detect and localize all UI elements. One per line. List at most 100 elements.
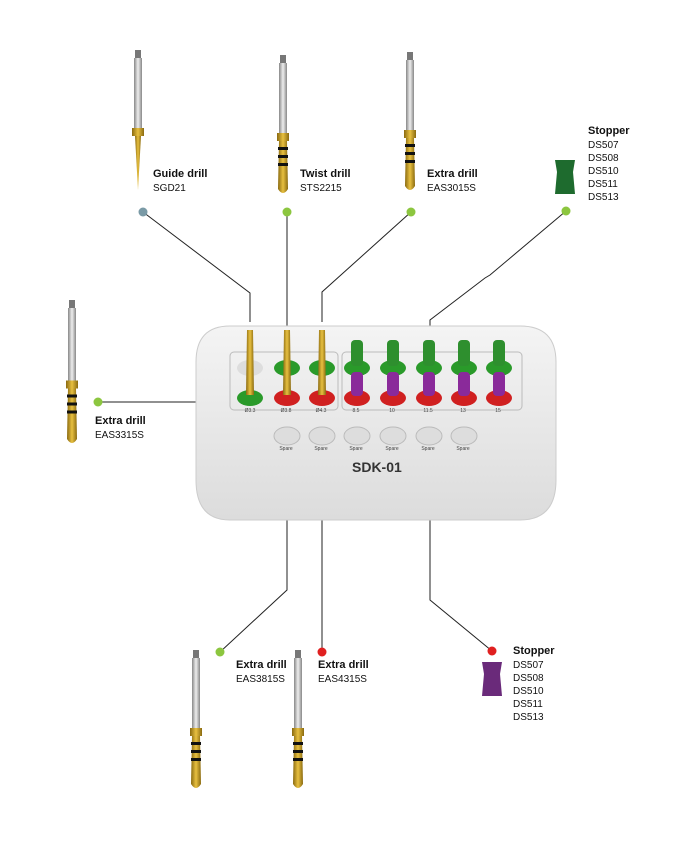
stopper-code: DS510 <box>513 686 544 697</box>
callout-code: EAS3015S <box>427 183 476 194</box>
drill-in-tray <box>246 330 254 395</box>
twist-drill-image <box>277 55 289 193</box>
tray-well <box>451 390 477 406</box>
stopper-purple-image <box>482 662 502 696</box>
tray-well <box>344 360 370 376</box>
spare-well <box>379 426 407 446</box>
tray <box>195 325 557 521</box>
spare-label: Spare <box>279 446 293 452</box>
tray-well <box>416 390 442 406</box>
stopper-purple <box>351 372 363 396</box>
extra-drill-4315-image <box>292 650 304 788</box>
stopper-purple <box>423 372 435 396</box>
callout-title: Stopper <box>513 645 555 657</box>
tray-model-label: SDK-01 <box>352 459 402 475</box>
stopper-green <box>458 340 470 366</box>
spare-well <box>450 426 478 446</box>
callout-title: Twist drill <box>300 168 351 180</box>
dot-twist-drill <box>282 207 292 217</box>
drill-in-tray <box>283 330 291 395</box>
tray-well <box>344 390 370 406</box>
tray-label: 8.5 <box>352 408 360 414</box>
extra-drill-3815-image <box>190 650 202 788</box>
dot-stopper-purple <box>487 646 497 656</box>
extra-drill-3015-image <box>404 52 416 190</box>
dot-extra-drill-3015 <box>406 207 416 217</box>
callout-dots <box>93 206 571 657</box>
callout-code: STS2215 <box>300 183 342 194</box>
tray-label: 13 <box>460 408 466 414</box>
stopper-green-image <box>555 160 575 194</box>
guide-drill-image <box>132 50 144 190</box>
callout-code: EAS3315S <box>95 430 144 441</box>
spare-label: Spare <box>385 446 399 452</box>
tray-label: 15 <box>495 408 501 414</box>
drill-in-tray <box>318 330 326 395</box>
spare-well <box>415 426 443 446</box>
stopper-green <box>423 340 435 366</box>
stopper-purple <box>458 372 470 396</box>
tray-label: Ø3.8 <box>280 408 292 414</box>
callout-code: EAS3815S <box>236 674 285 685</box>
spare-label: Spare <box>314 446 328 452</box>
spare-well <box>273 426 301 446</box>
stopper-code: DS507 <box>513 660 544 671</box>
tray-label: 10 <box>389 408 395 414</box>
dot-extra-drill-4315 <box>317 647 327 657</box>
spare-well <box>308 426 336 446</box>
tray-well <box>451 360 477 376</box>
tray-label: Ø4.3 <box>315 408 327 414</box>
spare-well <box>343 426 371 446</box>
callout-title: Guide drill <box>153 168 208 180</box>
spare-label: Spare <box>349 446 363 452</box>
tray-well <box>416 360 442 376</box>
callout-title: Extra drill <box>236 659 287 671</box>
leader-extra-drill-3015 <box>321 211 412 322</box>
callout-code: SGD21 <box>153 183 186 194</box>
callout-code: EAS4315S <box>318 674 367 685</box>
dot-extra-drill-3815 <box>215 647 225 657</box>
spare-label: Spare <box>456 446 470 452</box>
extra-drill-3315-image <box>66 300 78 443</box>
stopper-code: DS511 <box>588 179 618 190</box>
leader-guide-drill <box>142 211 251 322</box>
tray-well <box>380 390 406 406</box>
callout-title: Extra drill <box>427 168 478 180</box>
stopper-purple <box>387 372 399 396</box>
stopper-purple <box>493 372 505 396</box>
stopper-code: DS508 <box>588 153 619 164</box>
stopper-code: DS508 <box>513 673 544 684</box>
dot-extra-drill-3315 <box>93 397 103 407</box>
stopper-code: DS510 <box>588 166 619 177</box>
stopper-green <box>351 340 363 366</box>
tray-well <box>237 390 263 406</box>
leader-stopper-green <box>429 210 567 338</box>
tray-well <box>274 390 300 406</box>
stopper-code: DS511 <box>513 699 543 710</box>
stopper-green <box>493 340 505 366</box>
tray-well <box>380 360 406 376</box>
dot-stopper-green <box>561 206 571 216</box>
callout-title: Stopper <box>588 125 630 137</box>
callout-title: Extra drill <box>95 415 146 427</box>
tray-well <box>486 390 512 406</box>
tray-well <box>486 360 512 376</box>
stopper-green <box>387 340 399 366</box>
dot-guide-drill <box>138 207 148 217</box>
tray-well <box>309 390 335 406</box>
tray-label: 11.5 <box>423 408 433 414</box>
tray-label: Ø3.3 <box>244 408 256 414</box>
stopper-code: DS513 <box>588 192 619 203</box>
spare-label: Spare <box>421 446 435 452</box>
stopper-code: DS507 <box>588 140 619 151</box>
